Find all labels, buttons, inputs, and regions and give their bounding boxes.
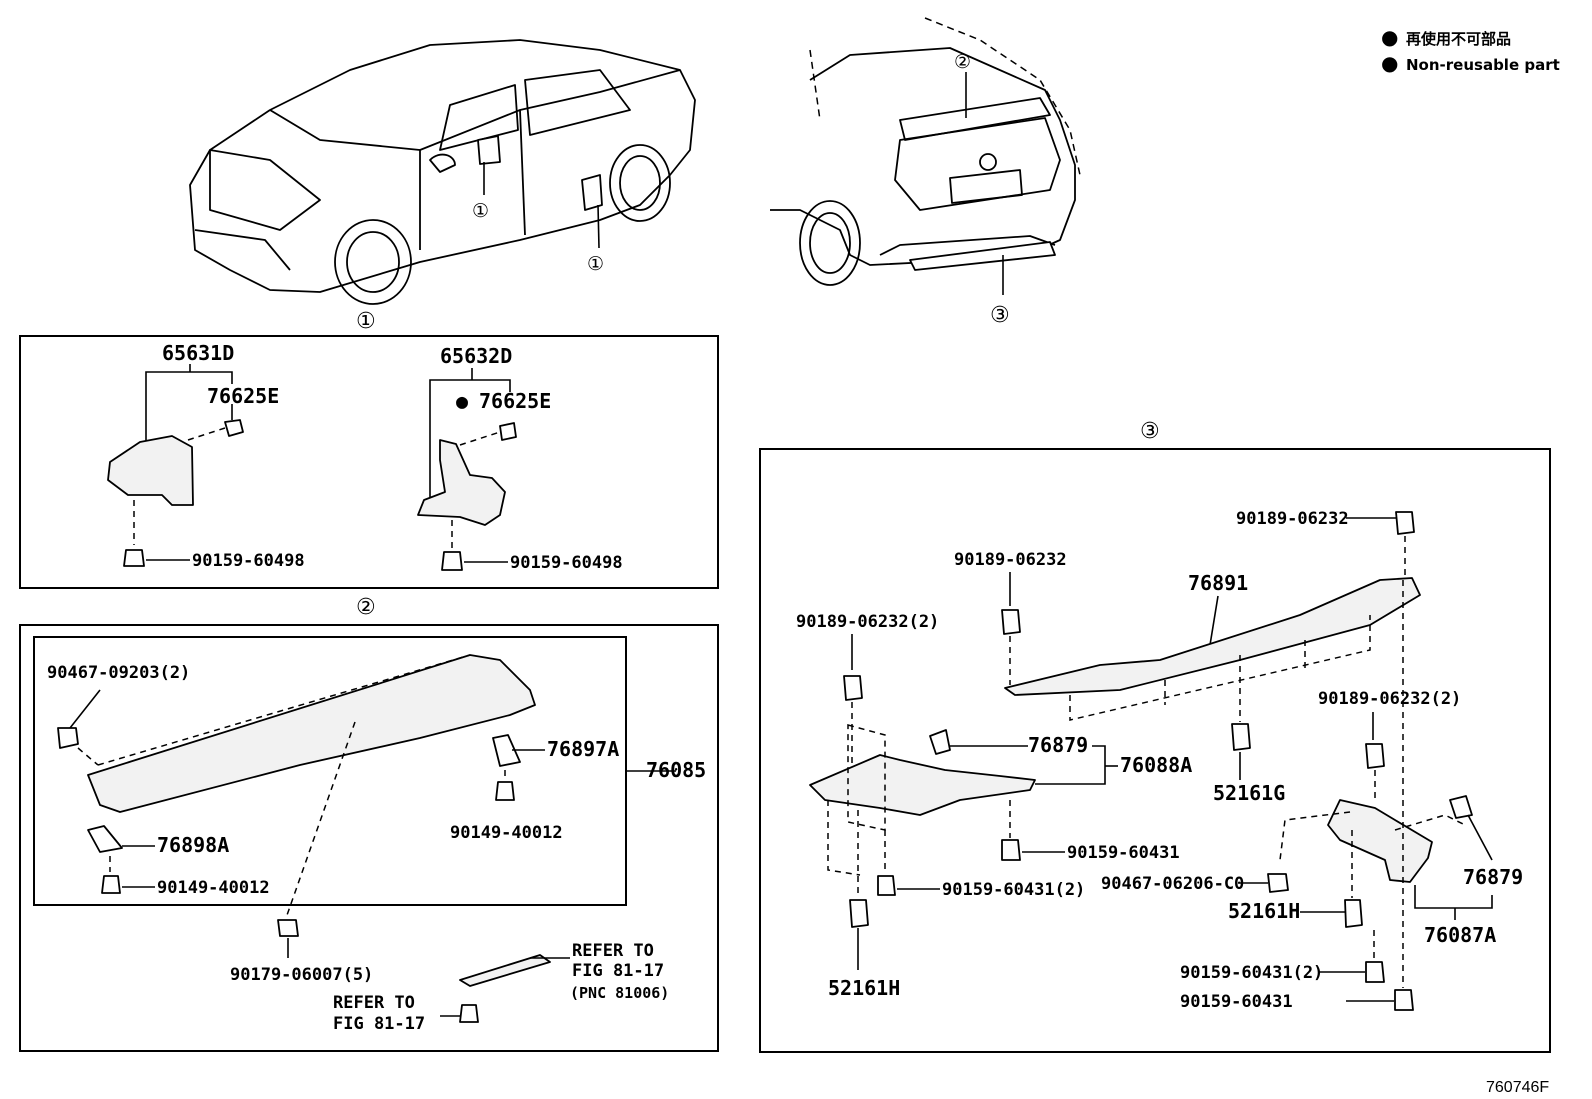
label-90149-40012-left: 90149-40012: [157, 878, 270, 898]
cover-76898A: [87, 825, 123, 853]
bracket-65631D: [107, 435, 194, 506]
legend-bullet-2: ●: [1381, 51, 1398, 75]
bolt-icon-76897A: [495, 781, 515, 801]
label-90159-60431-center: 90159-60431: [1067, 843, 1180, 863]
pad-76879-right: [1449, 795, 1473, 819]
nut-icon: [277, 919, 299, 937]
section-3-frame: [759, 448, 1551, 1053]
fastener-52161G: [1231, 723, 1251, 751]
label-90159-60431-right2: 90159-60431(2): [1180, 963, 1323, 983]
bolt-icon-right: [441, 551, 463, 571]
section-3-callout: ③: [1140, 419, 1160, 444]
clip-icon-right: [499, 422, 517, 441]
label-76088A: 76088A: [1120, 753, 1192, 777]
nonreusable-marker: ●: [456, 389, 468, 413]
clip-icon-top: [1395, 511, 1415, 535]
label-52161G: 52161G: [1213, 781, 1285, 805]
label-90189-06232-right: 90189-06232(2): [1318, 689, 1461, 709]
screw-icon: [459, 1004, 479, 1023]
label-90189-06232-top: 90189-06232: [1236, 509, 1349, 529]
section-2: 76085 90467-09203(2) 76897A 90149-40012 …: [19, 624, 719, 1052]
label-76087A: 76087A: [1424, 923, 1496, 947]
label-76085: 76085: [646, 758, 706, 782]
label-90159-60431-left: 90159-60431(2): [942, 880, 1085, 900]
refer-1-line-1: REFER TO: [572, 941, 654, 961]
section-2-outer-frame: [19, 624, 719, 1052]
car-front-illustration: ① ①: [189, 39, 696, 305]
label-90189-06232-mid: 90189-06232: [954, 550, 1067, 570]
label-76891: 76891: [1188, 571, 1248, 595]
clip-icon-left-s3: [843, 675, 863, 701]
bolt-icon-right: [1394, 989, 1414, 1011]
label-52161H-right: 52161H: [1228, 899, 1300, 923]
stop-lamp-part: [459, 954, 551, 987]
clip-icon-left: [224, 419, 244, 437]
callout-1-a: ①: [472, 200, 489, 222]
clip-icon-right-s3: [1365, 743, 1385, 769]
bolt-icon-left: [123, 549, 145, 567]
bar-76891: [1004, 577, 1421, 696]
figure-code: 760746F: [1486, 1079, 1549, 1096]
callout-1-b: ①: [587, 253, 604, 275]
label-76879-right: 76879: [1463, 865, 1523, 889]
label-52161H-left: 52161H: [828, 976, 900, 1000]
section-1-frame: [19, 335, 719, 589]
section-1-callout: ①: [356, 309, 376, 334]
bolt-icon-center: [1001, 839, 1021, 861]
label-90159-60498-left: 90159-60498: [192, 551, 305, 571]
label-90467-09203: 90467-09203(2): [47, 663, 190, 683]
spoiler-76085: [87, 654, 536, 813]
label-90189-06232-left: 90189-06232(2): [796, 612, 939, 632]
label-90159-60431-right: 90159-60431: [1180, 992, 1293, 1012]
fastener-52161H-right: [1344, 899, 1363, 928]
cover-76897A: [492, 734, 521, 767]
bolt-icon-76898A: [101, 875, 121, 894]
label-65631D: 65631D: [162, 341, 234, 365]
bolt-icon-left-s3: [877, 875, 896, 896]
label-90159-60498-right: 90159-60498: [510, 553, 623, 573]
refer-1-line-3: (PNC 81006): [570, 984, 669, 1002]
clip-icon-spoiler: [57, 727, 79, 749]
fastener-52161H-left: [849, 899, 869, 928]
clip-icon-mid: [1001, 609, 1021, 635]
refer-2-line-1: REFER TO: [333, 993, 415, 1013]
label-76897A: 76897A: [547, 737, 619, 761]
bolt-icon-right2: [1365, 961, 1385, 983]
label-76625E-left: 76625E: [207, 384, 279, 408]
legend-bullet-1: ●: [1381, 25, 1398, 49]
legend-text-jp: 再使用不可部品: [1406, 30, 1511, 48]
section-1: 65631D 76625E 90159-60498 65632D ● 76625…: [19, 335, 719, 589]
label-90467-06206-C0: 90467-06206-C0: [1101, 874, 1244, 894]
car-rear-illustration: ② ③: [770, 17, 1081, 328]
callout-3: ③: [990, 303, 1010, 328]
refer-2-line-2: FIG 81-17: [333, 1014, 425, 1034]
callout-2: ②: [954, 51, 971, 73]
label-90179-06007: 90179-06007(5): [230, 965, 373, 985]
section-2-callout: ②: [356, 595, 376, 620]
label-76625E-right: 76625E: [479, 389, 551, 413]
label-76898A: 76898A: [157, 833, 229, 857]
bracket-76087A: [1327, 799, 1433, 883]
legend: ● 再使用不可部品 ● Non-reusable part: [1381, 25, 1560, 75]
label-65632D: 65632D: [440, 344, 512, 368]
bracket-76088A: [809, 754, 1036, 816]
bracket-65632D: [417, 439, 506, 526]
pad-76879-left: [929, 729, 951, 755]
label-76879-left: 76879: [1028, 733, 1088, 757]
legend-text-en: Non-reusable part: [1406, 56, 1560, 74]
nut-icon-right: [1267, 873, 1289, 893]
section-3: 90189-06232 90189-06232 76891 52161G 901…: [759, 448, 1551, 1053]
refer-1-line-2: FIG 81-17: [572, 961, 664, 981]
label-90149-40012-right: 90149-40012: [450, 823, 563, 843]
